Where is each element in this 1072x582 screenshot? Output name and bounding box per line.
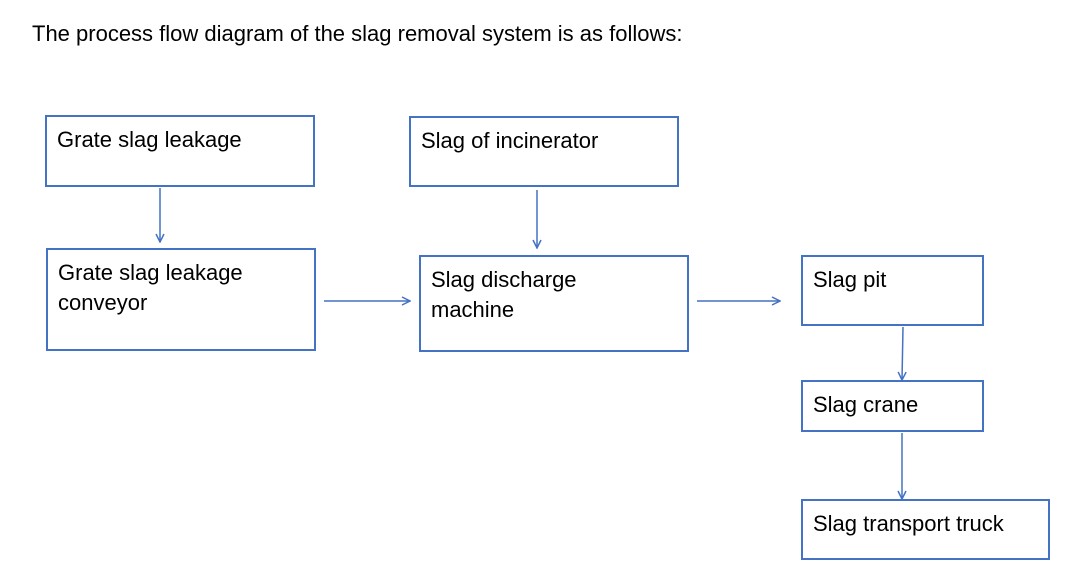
arrow-pit-to-crane [902,326,903,380]
node-label-line-1: Grate slag leakage [58,260,243,285]
node-slag-pit: Slag pit [801,255,984,326]
node-label-line-2: conveyor [58,290,148,315]
node-label-line-1: Slag discharge [431,267,577,292]
intro-text: The process flow diagram of the slag rem… [32,21,683,46]
node-slag-of-incinerator: Slag of incinerator [409,116,679,187]
node-slag-crane: Slag crane [801,380,984,432]
node-grate-slag-leakage-conveyor: Grate slag leakage conveyor [46,248,316,351]
node-label: Slag crane [813,392,919,417]
node-label: Grate slag leakage [57,127,242,152]
node-label: Slag of incinerator [421,128,599,153]
node-label: Slag transport truck [813,511,1004,536]
node-label: Slag pit [813,267,887,292]
node-slag-discharge-machine: Slag discharge machine [419,255,689,352]
node-label-line-2: machine [431,297,515,322]
node-slag-transport-truck: Slag transport truck [801,499,1050,560]
node-grate-slag-leakage: Grate slag leakage [45,115,315,187]
